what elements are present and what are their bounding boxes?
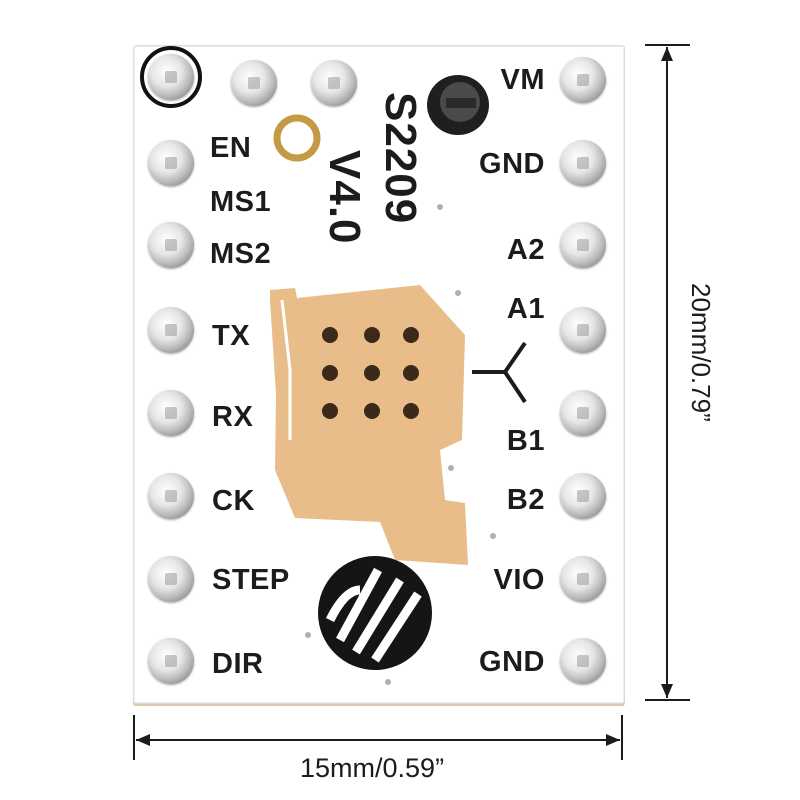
label-vio: VIO: [493, 564, 545, 596]
pin-right-vio: [560, 556, 606, 602]
label-gnd-2: GND: [479, 646, 545, 678]
dimension-lines: [133, 44, 690, 760]
pad-vias: [322, 327, 419, 419]
pin-right-a2: [560, 222, 606, 268]
pin-1-marker: [140, 46, 202, 108]
brand-logo-icon: [318, 556, 432, 670]
copper-pad: [270, 285, 468, 565]
label-vm: VM: [500, 64, 545, 96]
pin-right-gnd: [560, 140, 606, 186]
label-ck: CK: [212, 485, 255, 517]
label-step: STEP: [212, 564, 290, 596]
width-dimension: 15mm/0.59”: [300, 753, 445, 783]
pin-top-1: [148, 54, 194, 100]
label-en: EN: [210, 132, 252, 164]
pin-left-dir: [148, 638, 194, 684]
pin-top-2: [231, 60, 277, 106]
label-dir: DIR: [212, 648, 264, 680]
label-rx: RX: [212, 401, 254, 433]
label-ms1: MS1: [210, 186, 272, 218]
label-a2: A2: [506, 234, 545, 266]
board-model: S2209: [376, 92, 425, 225]
label-b2: B2: [506, 484, 545, 516]
pin-right-gnd-2: [560, 638, 606, 684]
label-b1: B1: [506, 425, 545, 457]
label-gnd: GND: [479, 148, 545, 180]
coil-symbol: [472, 341, 527, 404]
small-vias: [305, 204, 496, 685]
pin-right-vm: [560, 57, 606, 103]
pin-left-en: [148, 140, 194, 186]
label-ms2: MS2: [210, 238, 272, 270]
board-version: V4.0: [320, 150, 369, 245]
pin-right-a1: [560, 307, 606, 353]
pin-left-ck: [148, 473, 194, 519]
height-dimension: 20mm/0.79”: [686, 283, 716, 422]
pin-right-b1: [560, 390, 606, 436]
pin-left-tx: [148, 307, 194, 353]
pin-left-ms2: [148, 222, 194, 268]
pin-left-rx: [148, 390, 194, 436]
pin-left-step: [148, 556, 194, 602]
test-pad: [273, 114, 321, 162]
label-a1: A1: [506, 293, 545, 325]
label-tx: TX: [212, 320, 251, 352]
pin-right-b2: [560, 473, 606, 519]
pin-top-3: [311, 60, 357, 106]
